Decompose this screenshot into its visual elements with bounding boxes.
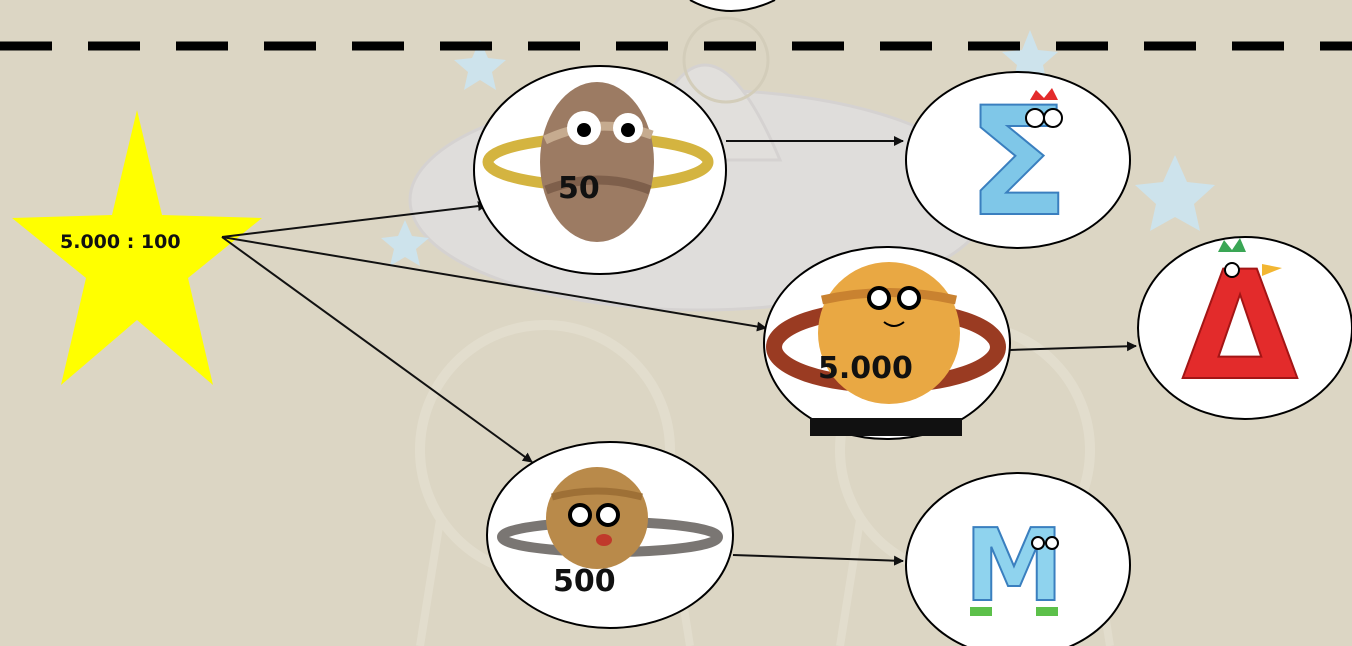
letter-foot	[1036, 607, 1058, 616]
letter-mu: Μ	[964, 507, 1064, 624]
arrow-star-to-planet-1	[221, 201, 488, 238]
letter-sigma: Σ	[967, 76, 1069, 250]
arrow-planet-3-to-letter	[732, 554, 904, 566]
arrow-star-to-planet-3	[221, 236, 533, 463]
letter-crest	[1030, 88, 1058, 100]
letter-delta: Δ	[1182, 240, 1298, 414]
answer-planet-3[interactable]: 500	[486, 441, 734, 629]
planet-3-value: 500	[553, 564, 616, 599]
planet-shadow	[810, 418, 962, 436]
letter-beak	[1262, 264, 1282, 276]
letter-crest	[1218, 238, 1246, 252]
letter-circle-2[interactable]: Δ	[1137, 236, 1352, 420]
answer-planet-1[interactable]: 50	[473, 65, 727, 275]
planet-stripe	[544, 175, 652, 195]
letter-circle-1[interactable]: Σ	[905, 71, 1131, 251]
arrow-star-to-planet-2	[221, 236, 767, 332]
planet-2-value: 5.000	[818, 351, 913, 386]
letter-foot	[970, 607, 992, 616]
background-star-icons	[381, 30, 1215, 266]
answer-planet-2[interactable]: 5.000	[763, 246, 1011, 440]
problem-star: 5.000 : 100	[12, 110, 262, 385]
planet-stripe	[551, 487, 643, 501]
star-shape	[12, 110, 262, 385]
top-partial-circle	[689, 0, 776, 12]
planet-1-value: 50	[558, 171, 600, 206]
arrow-planet-2-to-letter	[1009, 341, 1137, 352]
problem-expression: 5.000 : 100	[60, 231, 181, 253]
arrows-to-planets	[221, 201, 767, 463]
planet-smile	[883, 321, 905, 327]
letter-circle-3[interactable]: Μ	[905, 472, 1131, 646]
planet-body	[540, 82, 654, 242]
arrows-to-letters	[726, 136, 1137, 566]
